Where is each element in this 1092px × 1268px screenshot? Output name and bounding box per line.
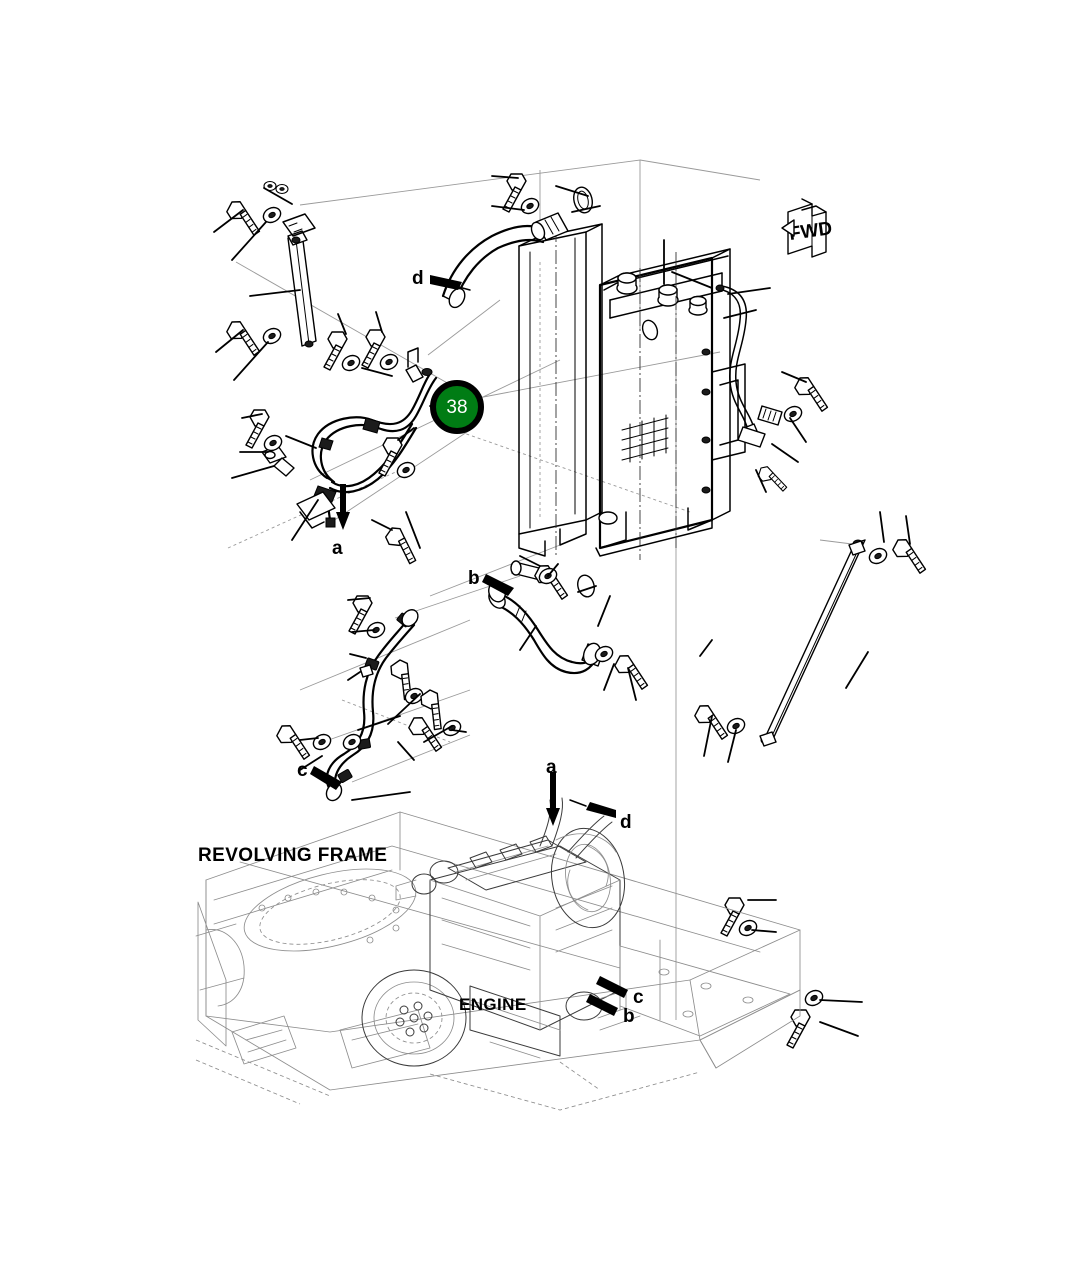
section-letter-a-engine: a xyxy=(546,757,557,778)
section-letter-b-engine: b xyxy=(623,1006,635,1027)
right-diagonal-support-rod xyxy=(759,539,866,747)
lower-left-hose xyxy=(325,609,419,802)
section-letter-d-engine: d xyxy=(620,812,632,833)
leader-lines xyxy=(213,175,911,1037)
part-callout-marker-38[interactable]: 38 xyxy=(430,380,484,434)
section-letter-d-upper: d xyxy=(412,268,424,289)
section-letter-c-engine: c xyxy=(633,987,644,1008)
section-letter-c-lower: c xyxy=(297,760,308,781)
hardware-bolts-washers xyxy=(222,173,935,1049)
radiator-core-assembly xyxy=(518,223,746,560)
section-letter-b-mid: b xyxy=(468,568,480,589)
revolving-frame-label: REVOLVING FRAME xyxy=(198,845,388,866)
engine-label: ENGINE xyxy=(459,995,527,1014)
fwd-direction-badge: FWD xyxy=(781,198,834,258)
twin-tube-assembly-38 xyxy=(261,347,438,529)
section-letter-a-upper: a xyxy=(332,538,343,559)
core-mesh xyxy=(621,414,669,463)
section-letter-arrows xyxy=(310,275,628,1016)
upper-radiator-hose xyxy=(441,186,593,309)
upper-left-brace-rod xyxy=(263,180,317,348)
